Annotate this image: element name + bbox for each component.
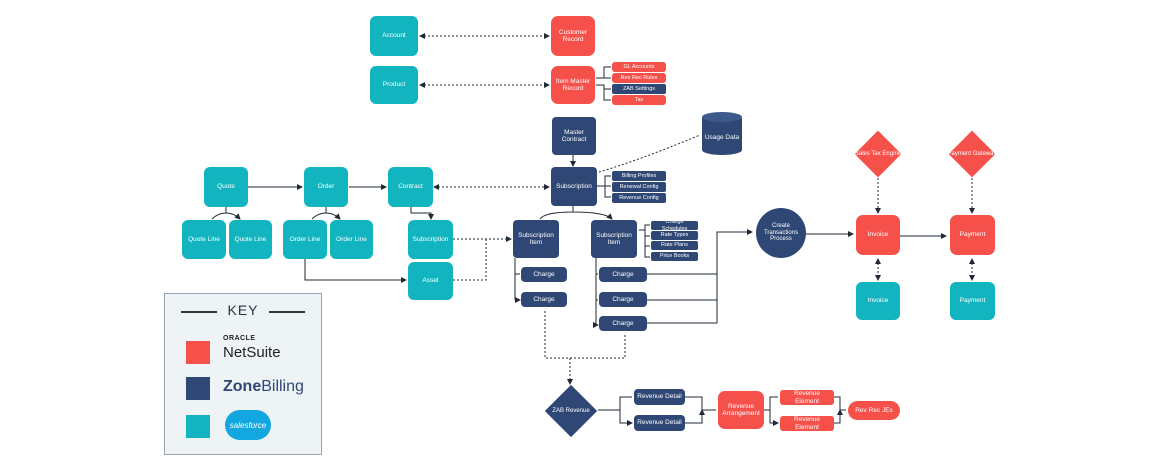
usage-data-label: Usage Data bbox=[704, 134, 740, 142]
sales-tax-engine-node[interactable]: Sales Tax Engine bbox=[853, 130, 903, 178]
quote-line-node[interactable]: Quote Line bbox=[182, 220, 226, 259]
invoice-sf-node[interactable]: Invoice bbox=[856, 282, 900, 320]
link-sub-pills bbox=[597, 175, 611, 198]
key-legend: KEY ORACLE NetSuite ZoneBilling salesfor… bbox=[164, 293, 322, 455]
zonebilling-label: ZoneBilling bbox=[223, 378, 304, 396]
payment-ns-node[interactable]: Payment bbox=[950, 215, 995, 255]
item-master-record-node[interactable]: Item Master Record bbox=[551, 66, 595, 104]
link-charges-create bbox=[647, 232, 752, 324]
key-title: KEY bbox=[227, 302, 259, 318]
revenue-detail-node[interactable]: Revenue Detail bbox=[634, 415, 685, 431]
revenue-element-node[interactable]: Revenue Element bbox=[780, 390, 834, 405]
revenue-arrangement-node[interactable]: Revenue Arrangement bbox=[718, 391, 764, 429]
subscription-sf-node[interactable]: Subscription bbox=[408, 220, 453, 259]
link-arr-elements bbox=[764, 396, 778, 423]
salesforce-cloud-logo: salesforce bbox=[225, 410, 271, 440]
link-item-pills bbox=[596, 66, 611, 101]
renewal-config-pill[interactable]: Renewal Config bbox=[612, 182, 666, 192]
link-orderline-asset bbox=[304, 259, 407, 283]
charge-schedules-pill[interactable]: Charge Schedules bbox=[651, 219, 698, 232]
link-usage bbox=[598, 134, 701, 173]
rate-types-pill[interactable]: Rate Types bbox=[651, 231, 698, 240]
link-elements-jes bbox=[834, 396, 846, 424]
charge-node[interactable]: Charge bbox=[521, 267, 567, 282]
billing-text: Billing bbox=[261, 378, 304, 395]
subscription-item-node[interactable]: Subscription Item bbox=[513, 220, 559, 258]
link-order-lines bbox=[311, 207, 340, 219]
order-node[interactable]: Order bbox=[304, 167, 348, 207]
price-books-pill[interactable]: Price Books bbox=[651, 252, 698, 261]
order-line-node[interactable]: Order Line bbox=[330, 220, 373, 259]
order-line-node[interactable]: Order Line bbox=[283, 220, 327, 259]
usage-data-cylinder bbox=[702, 112, 742, 155]
netsuite-swatch bbox=[186, 341, 210, 364]
zab-settings-pill[interactable]: ZAB Settings bbox=[612, 84, 666, 94]
revenue-element-node[interactable]: Revenue Element bbox=[780, 416, 834, 431]
payment-gateway-node[interactable]: Payment Gateway bbox=[947, 130, 997, 178]
invoice-ns-node[interactable]: Invoice bbox=[856, 215, 900, 255]
create-transactions-node[interactable]: Create Transactions Process bbox=[756, 208, 806, 258]
zab-revenue-label: ZAB Revenue bbox=[552, 407, 590, 414]
salesforce-swatch bbox=[186, 415, 210, 438]
link-zab-details bbox=[598, 396, 632, 423]
zab-revenue-node[interactable]: ZAB Revenue bbox=[543, 384, 599, 438]
netsuite-label: NetSuite bbox=[223, 344, 281, 361]
link-item2-pills bbox=[639, 224, 650, 258]
key-divider-right bbox=[269, 311, 305, 313]
zone-text: Zone bbox=[223, 378, 262, 395]
link-item1-charges bbox=[515, 258, 520, 300]
sales-tax-engine-label: Sales Tax Engine bbox=[854, 150, 902, 157]
subscription-item-node[interactable]: Subscription Item bbox=[591, 220, 637, 258]
product-node[interactable]: Product bbox=[370, 66, 418, 104]
zonebilling-swatch bbox=[186, 377, 210, 400]
master-contract-node[interactable]: Master Contract bbox=[552, 117, 596, 155]
charge-node[interactable]: Charge bbox=[521, 292, 567, 307]
billing-profiles-pill[interactable]: Billing Profiles bbox=[612, 171, 666, 181]
link-sub-items bbox=[539, 206, 612, 219]
quote-node[interactable]: Quote bbox=[204, 167, 248, 207]
rev-rec-jes-node[interactable]: Rev Rec JEs bbox=[848, 401, 900, 420]
link-quote-lines bbox=[211, 207, 240, 219]
customer-record-node[interactable]: Customer Record bbox=[551, 16, 595, 56]
charge-node[interactable]: Charge bbox=[599, 316, 647, 331]
account-node[interactable]: Account bbox=[370, 16, 418, 56]
rev-rec-rules-pill[interactable]: Rev Rec Rules bbox=[612, 73, 666, 83]
revenue-config-pill[interactable]: Revenue Config bbox=[612, 193, 666, 203]
contract-node[interactable]: Contract bbox=[388, 167, 433, 207]
asset-node[interactable]: Asset bbox=[408, 262, 453, 300]
rate-plans-pill[interactable]: Rate Plans bbox=[651, 241, 698, 250]
charge-node[interactable]: Charge bbox=[599, 292, 647, 307]
quote-line-node[interactable]: Quote Line bbox=[229, 220, 272, 259]
link-asset-subitem bbox=[453, 239, 487, 281]
gl-accounts-pill[interactable]: GL Accounts bbox=[612, 62, 666, 72]
subscription-node[interactable]: Subscription bbox=[551, 167, 597, 206]
payment-sf-node[interactable]: Payment bbox=[950, 282, 995, 320]
oracle-label: ORACLE bbox=[223, 335, 256, 342]
link-item2-charges bbox=[596, 258, 598, 325]
revenue-detail-node[interactable]: Revenue Detail bbox=[634, 389, 685, 405]
link-contract-subsf bbox=[410, 207, 434, 220]
link-details-arr bbox=[685, 396, 716, 424]
charge-node[interactable]: Charge bbox=[599, 267, 647, 282]
key-divider-left bbox=[181, 311, 217, 313]
payment-gateway-label: Payment Gateway bbox=[947, 150, 997, 157]
tax-pill[interactable]: Tax bbox=[612, 95, 666, 105]
